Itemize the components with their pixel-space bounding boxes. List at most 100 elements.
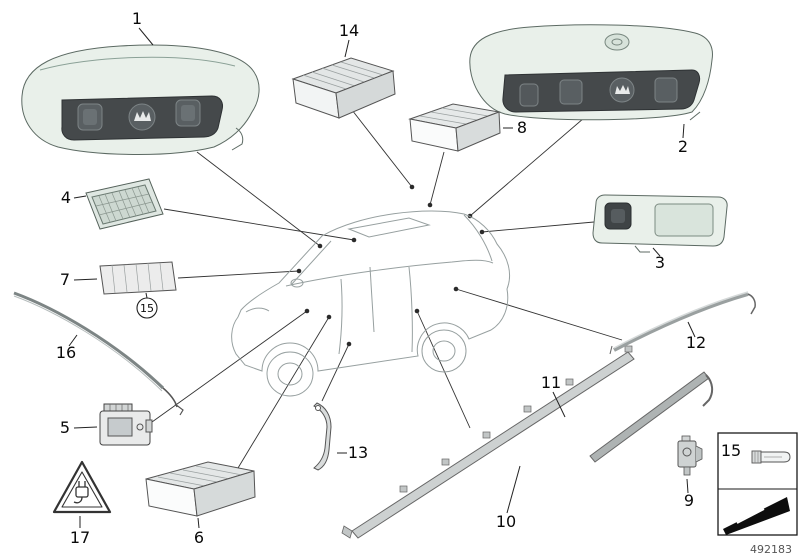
lamp-ribs (419, 107, 489, 125)
callout-4[interactable]: 4 (61, 188, 71, 207)
leader-line (237, 316, 330, 469)
part-12-light-guide (609, 291, 756, 355)
leader-line (196, 151, 321, 247)
bulb-ref-circle (136, 297, 158, 319)
car-sunroof (347, 217, 431, 238)
leader-line (177, 270, 300, 279)
part-7-lamp: 15 (99, 261, 177, 319)
strip-foot (341, 525, 353, 539)
guide-hook (747, 293, 756, 315)
callout-12[interactable]: 12 (686, 333, 706, 352)
callout-labels: 1 14 2 8 4 3 7 16 5 17 6 13 10 11 12 9 (56, 9, 706, 547)
console-tab (689, 111, 701, 121)
part-11-light-strip (589, 371, 714, 463)
part-6-lamp (145, 461, 256, 517)
callout-10[interactable]: 10 (496, 512, 516, 531)
car-outline (231, 210, 511, 397)
leader-dot (296, 268, 302, 274)
callout-6[interactable]: 6 (194, 528, 204, 547)
leader-line (469, 117, 585, 217)
part-1-overhead-console (21, 44, 260, 156)
bulb-ref-tick (145, 292, 148, 299)
callout-17[interactable]: 17 (70, 528, 90, 547)
leader-line (151, 310, 308, 423)
callout-9[interactable]: 9 (684, 491, 694, 510)
part-4-vanity-light (85, 178, 164, 230)
interior-light-icon (615, 85, 630, 94)
callout-2[interactable]: 2 (678, 137, 688, 156)
part-13-bracket (313, 402, 332, 471)
strip-tabs (399, 345, 633, 493)
callout-ticks (68, 27, 696, 529)
car-front-wheel-hub (277, 362, 303, 386)
leader-line (321, 343, 350, 402)
lens-grid (95, 186, 153, 223)
drawing-number: 492183 (750, 543, 792, 556)
sensor-dome-inner (611, 38, 623, 46)
car-beltline (285, 259, 494, 287)
callout-15-circled[interactable]: 15 (140, 302, 154, 315)
part-3-reading-light (592, 194, 728, 253)
part-2-overhead-console (469, 24, 713, 121)
callout-7[interactable]: 7 (60, 270, 70, 289)
callout-5[interactable]: 5 (60, 418, 70, 437)
leader-dot (317, 243, 323, 249)
part-16-light-guide (13, 291, 184, 416)
callout-3[interactable]: 3 (655, 253, 665, 272)
leader-dot (304, 308, 310, 314)
bulb-icon (751, 450, 791, 464)
callout-16[interactable]: 16 (56, 343, 76, 362)
car-door-seam (338, 278, 343, 355)
car-headlight (245, 307, 270, 313)
car-front-wheel (266, 351, 314, 397)
part-10-light-strip (341, 345, 635, 539)
car-body (231, 210, 511, 372)
leader-line (481, 221, 595, 233)
car-mirror (290, 278, 304, 288)
part-5-module (99, 403, 153, 446)
leader-dot (427, 202, 433, 208)
console-button-far-left (519, 83, 539, 107)
callout-8[interactable]: 8 (517, 118, 527, 137)
bracket-hole (315, 405, 321, 411)
reading-light-icon (181, 105, 195, 121)
leader-dot (409, 184, 415, 190)
strip-tail (702, 374, 714, 407)
car-windshield (290, 240, 332, 286)
car-door-seam (408, 266, 413, 353)
mount-tab (634, 245, 650, 253)
leader-dot (479, 229, 485, 235)
callout-1[interactable]: 1 (132, 9, 142, 28)
interior-light-icon (134, 111, 151, 121)
sensor-dome (604, 33, 630, 51)
leader-dot (351, 237, 357, 243)
car-b-pillar (369, 266, 375, 333)
leader-line (416, 310, 471, 429)
leader-dot (453, 286, 459, 292)
lamp-ribs (111, 262, 164, 294)
callout-14[interactable]: 14 (339, 21, 359, 40)
leader-dot (414, 308, 420, 314)
module-clip (695, 445, 703, 463)
callout-15-boxed[interactable]: 15 (721, 441, 741, 460)
module-clip (145, 419, 153, 433)
leader-dot (346, 341, 352, 347)
leader-dot (326, 314, 332, 320)
console-button-right (654, 77, 678, 103)
callout-11[interactable]: 11 (541, 373, 561, 392)
leader-lines (151, 109, 623, 469)
console-button-left (559, 79, 583, 105)
callout-13[interactable]: 13 (348, 443, 368, 462)
console-control-panel (502, 69, 701, 113)
console-tab (231, 127, 244, 151)
light-lens (654, 203, 714, 237)
ref-box-15: 15 (717, 432, 798, 536)
car-rear-wheel (421, 329, 467, 373)
leader-line (455, 288, 623, 341)
leader-line (429, 151, 445, 206)
switch-icon (611, 209, 625, 223)
leader-line (351, 109, 413, 188)
part-8-lamp (408, 103, 501, 152)
strip-connector (174, 403, 184, 416)
